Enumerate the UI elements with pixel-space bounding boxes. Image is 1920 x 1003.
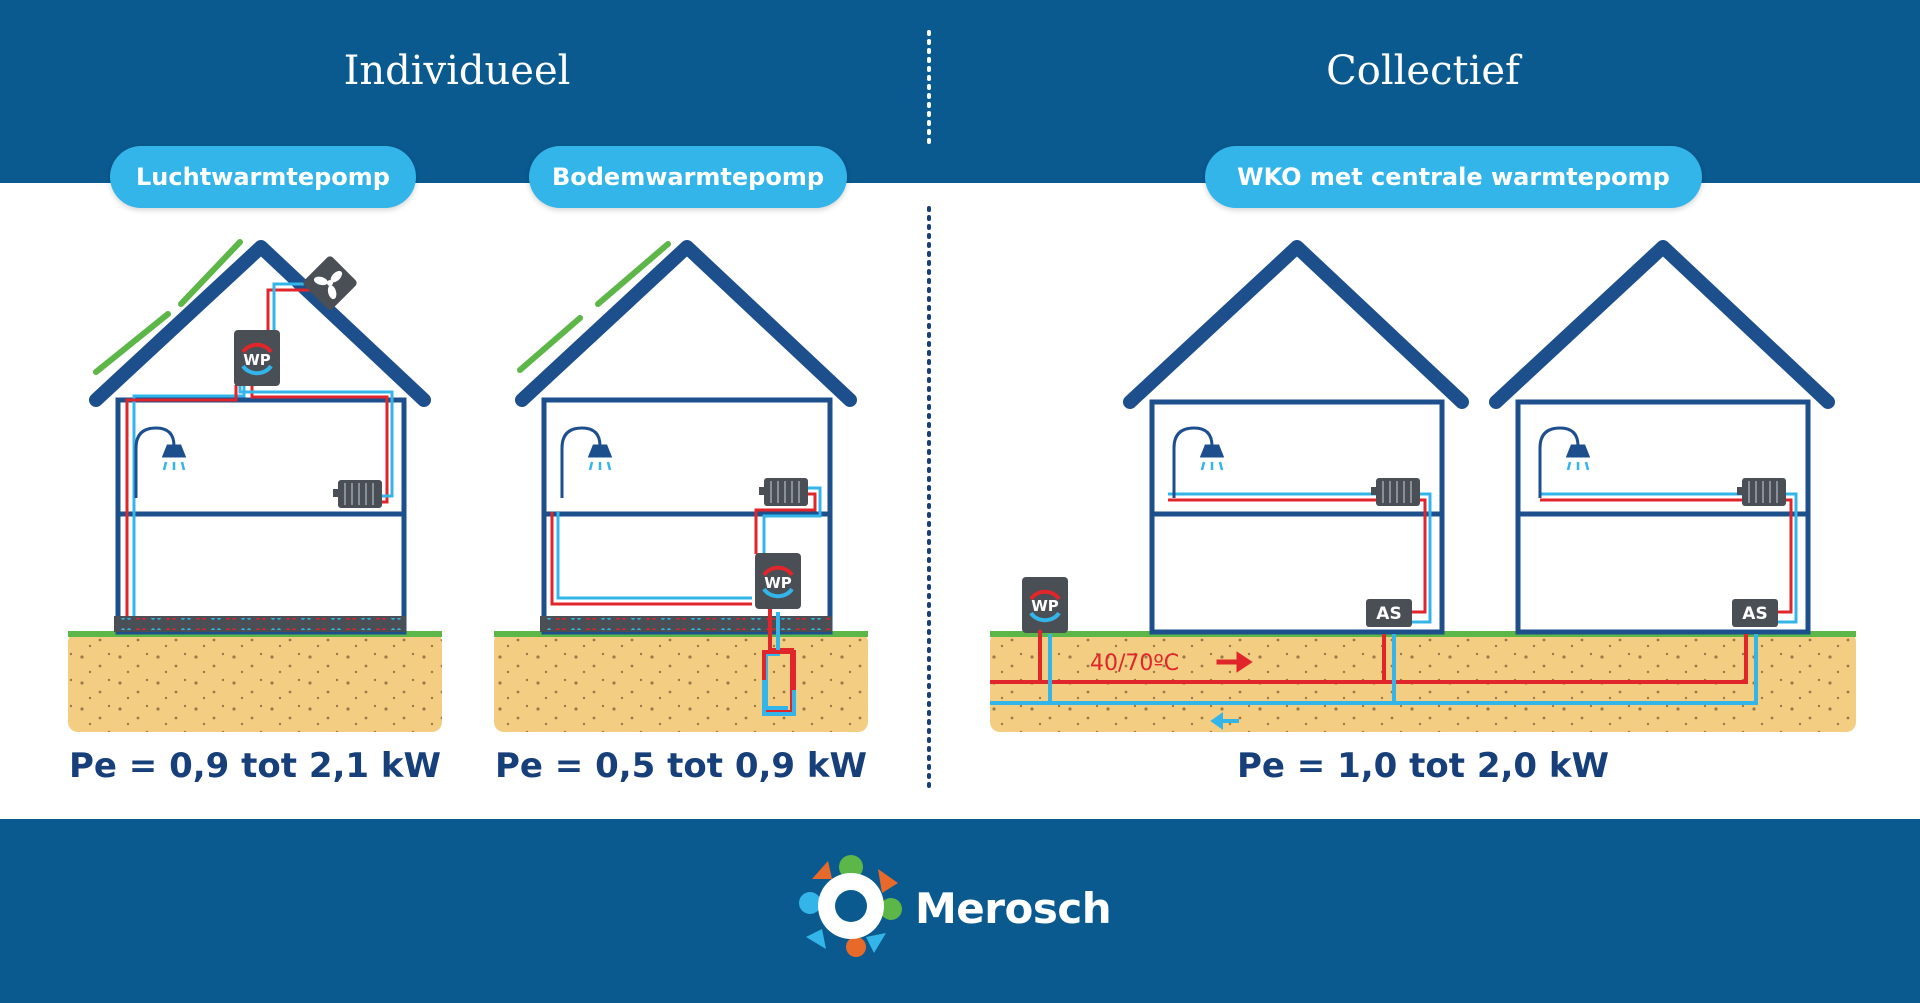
substation-label: AS: [1376, 604, 1401, 624]
return-arrow-icon: [1210, 712, 1239, 730]
section-title-collective: Collectief: [1326, 48, 1520, 94]
temperature-label: 40/70ºC: [1090, 651, 1179, 676]
label-ground-heat-pump: Bodemwarmtepomp: [529, 146, 847, 208]
fan-icon: [303, 256, 357, 310]
power-air-heat-pump: Pe = 0,9 tot 2,1 kW: [68, 746, 442, 786]
merosch-logo-icon: [799, 855, 902, 957]
power-wko: Pe = 1,0 tot 2,0 kW: [1236, 746, 1610, 786]
heat-pump-label: WP: [764, 574, 792, 592]
house-air-heat-pump: [68, 239, 442, 732]
house-ground-heat-pump: [494, 240, 868, 732]
heat-pump-label: WP: [243, 351, 271, 369]
label-air-heat-pump: Luchtwarmtepomp: [110, 146, 416, 208]
substation-box-b: [1732, 599, 1778, 627]
supply-arrow-icon: [1216, 651, 1253, 673]
label-wko-central-heat-pump: WKO met centrale warmtepomp: [1205, 146, 1702, 208]
section-title-individual: Individueel: [343, 48, 571, 94]
footer-band: [0, 819, 1920, 1003]
power-ground-heat-pump: Pe = 0,5 tot 0,9 kW: [494, 746, 868, 786]
brand-name: Merosch: [915, 884, 1112, 933]
substation-box-a: [1366, 599, 1412, 627]
substation-label: AS: [1742, 604, 1767, 624]
heat-pump-label: WP: [1031, 597, 1059, 615]
collective-wko-system: [990, 240, 1856, 732]
